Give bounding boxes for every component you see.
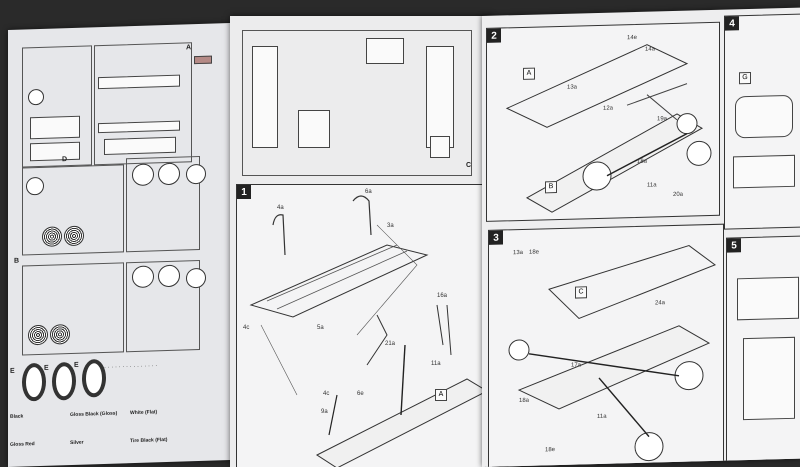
part-panel — [366, 38, 404, 64]
step-number: 1 — [237, 185, 251, 199]
part-callout: 12a — [603, 105, 614, 112]
tire — [22, 362, 46, 402]
part-callout: 11a — [647, 182, 657, 189]
part-callout: 3a — [387, 223, 394, 229]
legend-entry: Gloss Black (Gloss) — [70, 410, 118, 419]
tree-label-b: B — [14, 257, 20, 265]
part-callout: 6a — [365, 189, 372, 195]
tire — [82, 358, 106, 398]
part-panel — [735, 94, 793, 139]
part-callout: 9a — [321, 409, 328, 415]
step-3-panel: 3 C 13a 18e 24a 17a 18a 18e 11a — [488, 223, 724, 467]
part-callout: 18e — [529, 249, 540, 256]
part-callout: 20a — [673, 191, 684, 198]
part-callout: 11a — [431, 361, 441, 367]
part-rect — [104, 136, 176, 155]
part-callout: 4a — [277, 205, 284, 211]
part-panel — [426, 46, 454, 148]
tree-label-a: A — [186, 44, 192, 52]
step-5-panel: 5 — [726, 235, 800, 463]
part-callout: 19a — [657, 116, 668, 123]
part-callout: 18a — [519, 397, 530, 405]
part-callout: 5a — [317, 325, 324, 331]
part-panel — [737, 276, 799, 321]
part-rect — [30, 115, 80, 140]
frame-label: C — [575, 286, 587, 299]
legend-entry: Silver — [70, 439, 84, 447]
part-panel — [252, 46, 278, 148]
part-panel — [743, 336, 795, 421]
part-callout: 13a — [567, 84, 578, 91]
tire-label: E — [10, 367, 15, 375]
part-callout: 18e — [545, 447, 556, 454]
part-callout: 18a — [637, 158, 648, 165]
part-panel — [430, 136, 450, 158]
legend-entry: Gloss Red — [10, 441, 35, 448]
part-panel — [733, 154, 795, 189]
part-callout: 13a — [513, 249, 524, 257]
step-1-panel: 1 A 4a 6a 3a 4c 5a 16a — [236, 184, 486, 467]
legend-entry: Black — [10, 413, 24, 420]
frame-label-a: A — [523, 67, 535, 80]
legend-note: · · · · · · · · · · · · · · · — [104, 363, 158, 371]
parts-sheet-left: A D B E E E · · · · · · · — [8, 22, 234, 467]
step-4-panel: 4 G — [724, 13, 800, 230]
part-panel — [298, 110, 330, 148]
legend-entry: White (Flat) — [130, 409, 158, 417]
step-number: 5 — [727, 238, 741, 253]
tire-label: E — [74, 361, 79, 369]
tire-label: E — [44, 364, 49, 372]
part-callout: 16a — [437, 293, 448, 299]
part-callout: 17a — [571, 362, 582, 369]
part-callout: 11a — [597, 413, 607, 420]
part-callout: 14a — [645, 46, 656, 53]
tire — [52, 361, 76, 401]
part-callout: 4c — [323, 391, 330, 397]
step-1-drawing — [249, 195, 485, 467]
part-ring — [186, 267, 206, 289]
step-2-panel: 2 A B 14e 14a 13a 12a 19a 18a 11a 20a — [486, 21, 720, 222]
part-callout: 14e — [627, 34, 638, 42]
frame-label: G — [739, 71, 751, 85]
tree-label-d: D — [62, 156, 68, 164]
legend-entry: Tire Black (Flat) — [130, 436, 168, 445]
color-swatch — [194, 55, 212, 65]
tree-label-c: C — [466, 162, 472, 169]
step-number: 4 — [725, 16, 739, 31]
part-callout: 21a — [385, 341, 396, 347]
part-rect — [30, 141, 80, 162]
instruction-sheet-right: 2 A B 14e 14a 13a 12a 19a 18a 11a 20a 3 — [482, 7, 800, 467]
frame-label: B — [545, 181, 557, 194]
part-callout: 6e — [357, 391, 364, 397]
part-ring — [186, 163, 206, 185]
sprue-tree-c — [242, 30, 472, 176]
step-2-drawing — [505, 44, 712, 213]
part-callout: 4c — [243, 325, 250, 331]
step-3-drawing — [508, 245, 717, 462]
frame-label: A — [435, 389, 447, 401]
parts-sheet-middle: C 1 A 4a 6a 3a 4c — [230, 16, 492, 467]
part-callout: 24a — [655, 300, 666, 307]
